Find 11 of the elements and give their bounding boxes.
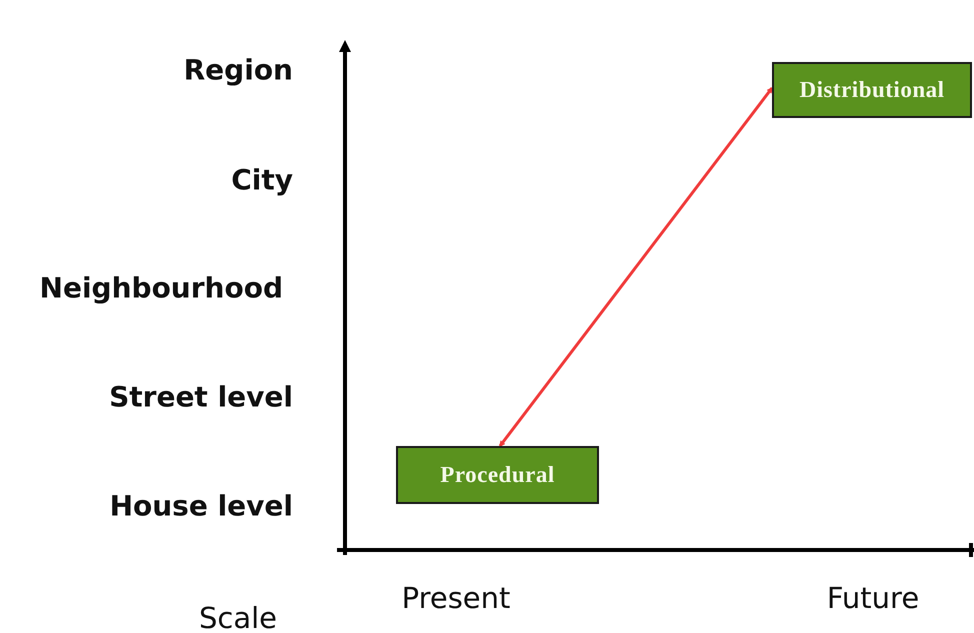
process-box: Procedural — [396, 446, 599, 504]
scale-level-label: House level — [110, 490, 293, 522]
time-label: Future — [826, 581, 920, 615]
time-label: Present — [402, 581, 510, 615]
double-arrow — [498, 87, 774, 447]
axis-title: Scale — [198, 601, 278, 633]
scale-level-label: Region — [184, 54, 293, 86]
scale-level-label: City — [231, 164, 293, 196]
scale-level-label: Street level — [109, 380, 293, 414]
process-box: Distributional — [772, 62, 972, 118]
scale-level-label: Neighbourhood — [40, 272, 283, 304]
